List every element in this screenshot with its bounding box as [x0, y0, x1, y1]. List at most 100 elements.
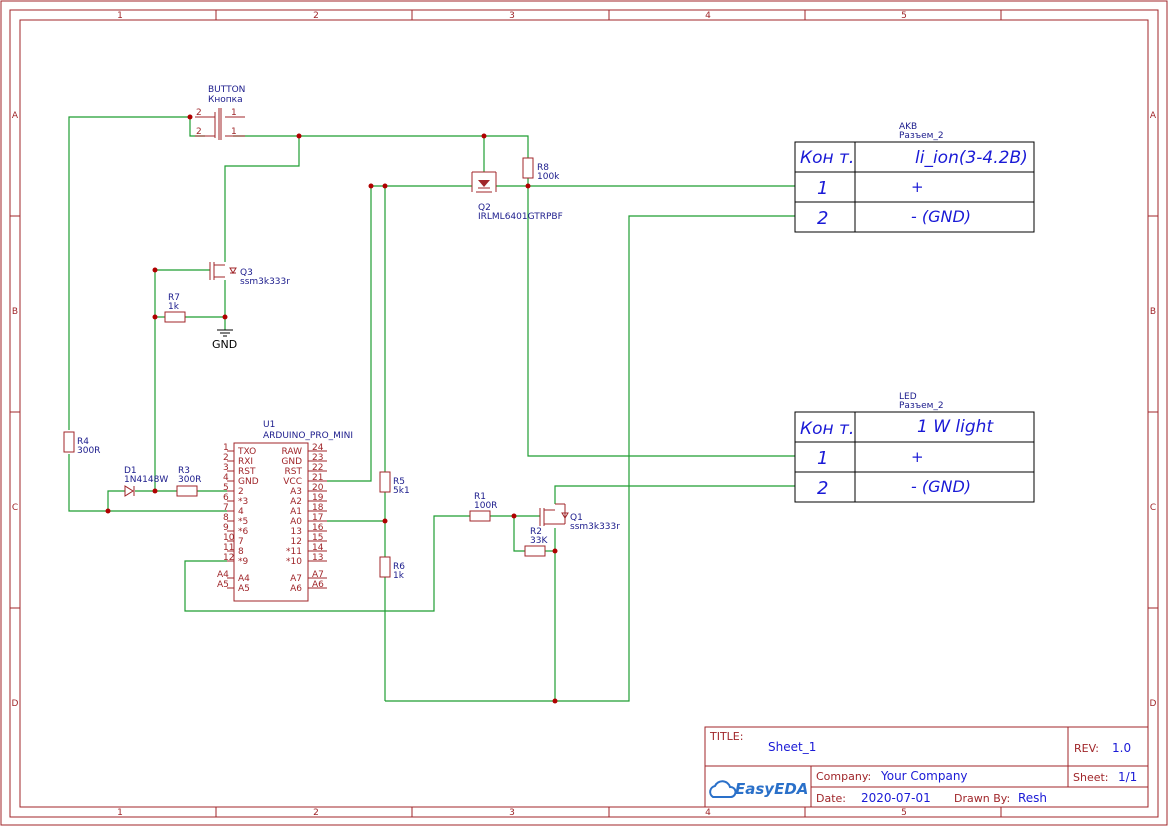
r6-value: 1k: [393, 571, 405, 581]
led-header-left: Кон т.: [800, 419, 854, 439]
d1-diode: D1 1N4148W: [124, 466, 168, 497]
company-value: Your Company: [880, 769, 968, 783]
button-pin-label: 2: [196, 108, 202, 118]
button-ref: BUTTON: [208, 85, 245, 95]
q3-value: ssm3k333r: [240, 277, 290, 287]
q2-ref: Q2: [478, 203, 491, 213]
row-label: A: [1150, 111, 1157, 121]
led-value: Разъем_2: [899, 401, 944, 411]
u1-pin-name: A1: [290, 507, 302, 517]
led-header-right: 1 W light: [917, 417, 994, 437]
sheet-value: 1/1: [1118, 770, 1137, 784]
akb-header-right: li_ion(3-4.2В): [915, 148, 1028, 168]
date-label: Date:: [816, 792, 846, 805]
q1-ref: Q1: [570, 513, 583, 523]
u1-pin-number: 10: [223, 533, 235, 543]
u1-pin-number: 2: [223, 453, 229, 463]
led-pin-2-label: - (GND): [911, 477, 971, 496]
u1-value: ARDUINO_PRO_MINI: [263, 431, 353, 441]
frame-row-labels: A B C D A B C D: [12, 111, 1157, 709]
r8-resistor: R8 100k: [522, 157, 560, 182]
sheet-title: Sheet_1: [768, 740, 816, 754]
button-switch: BUTTON Кнопка 2 2 1 1: [195, 85, 245, 140]
u1-pin-name: TXO: [237, 447, 256, 457]
q3-mosfet: Q3 ssm3k333r: [209, 262, 290, 287]
u1-pin-name: *5: [238, 517, 248, 527]
u1-pin-number: 7: [223, 503, 229, 513]
u1-pin-number: 17: [312, 513, 323, 523]
r7-ref: R7: [168, 293, 180, 303]
u1-pin-number: 5: [223, 483, 229, 493]
u1-pin-number: 13: [312, 553, 323, 563]
r3-resistor: R3 300R: [176, 466, 201, 497]
col-label: 3: [509, 808, 515, 818]
q2-value: IRLML6401GTRPBF: [478, 212, 563, 222]
u1-pin-name: 7: [238, 537, 244, 547]
button-pin-label: 1: [231, 127, 237, 137]
rev-value: 1.0: [1112, 741, 1131, 755]
u1-pin-name: 8: [238, 547, 244, 557]
d1-ref: D1: [124, 466, 137, 476]
row-label: B: [12, 307, 18, 317]
u1-pin-name: A6: [290, 584, 302, 594]
r1-resistor: R1 100R: [469, 492, 497, 522]
u1-pin-number: 21: [312, 473, 323, 483]
row-label: D: [12, 699, 19, 709]
row-label: A: [12, 111, 19, 121]
row-label: D: [1150, 699, 1157, 709]
akb-header-left: Кон т.: [800, 148, 854, 168]
easyeda-logo: EasyEDA: [709, 780, 808, 798]
akb-ref: AKB: [899, 122, 917, 132]
ground-symbol: GND: [212, 329, 237, 351]
col-label: 3: [509, 11, 515, 21]
col-label: 4: [705, 11, 711, 21]
col-label: 5: [901, 808, 907, 818]
u1-pin-name: A4: [238, 574, 250, 584]
wires: [68, 116, 795, 702]
u1-pin-name: *9: [238, 557, 249, 567]
r3-value: 300R: [178, 475, 201, 485]
u1-pin-number: 18: [312, 503, 324, 513]
r2-value: 33K: [530, 536, 548, 546]
led-ref: LED: [899, 392, 917, 402]
r3-ref: R3: [178, 466, 190, 476]
u1-pin-name: 12: [291, 537, 302, 547]
u1-pin-number: A6: [312, 580, 324, 590]
r5-value: 5k1: [393, 486, 410, 496]
u1-pin-number: 14: [312, 543, 324, 553]
title-label: TITLE:: [709, 730, 743, 743]
u1-pin-name: *11: [286, 547, 302, 557]
u1-pin-name: RST: [285, 467, 303, 477]
led-pin-2: 2: [817, 478, 828, 499]
u1-pin-name: *3: [238, 497, 248, 507]
led-pin-1: 1: [817, 448, 828, 469]
button-pin-label: 2: [196, 127, 202, 137]
u1-pin-name: VCC: [283, 477, 302, 487]
r6-resistor: R6 1k: [379, 556, 405, 581]
col-label: 4: [705, 808, 711, 818]
company-label: Company:: [816, 770, 871, 783]
u1-pin-name: A3: [290, 487, 302, 497]
u1-pin-number: 24: [312, 443, 324, 453]
u1-pin-number: 11: [223, 543, 234, 553]
row-label: C: [1150, 503, 1156, 513]
akb-value: Разъем_2: [899, 131, 944, 141]
r7-value: 1k: [168, 302, 180, 312]
u1-pin-name: *10: [286, 557, 302, 567]
r6-ref: R6: [393, 562, 405, 572]
u1-pin-name: RST: [238, 467, 256, 477]
col-label: 1: [117, 808, 123, 818]
u1-pin-number: A5: [217, 580, 229, 590]
r8-ref: R8: [537, 163, 549, 173]
drawn-by-value: Resh: [1018, 791, 1047, 805]
junctions: [105, 114, 558, 704]
title-block: TITLE: Sheet_1 REV: 1.0 Company: Your Co…: [704, 726, 1149, 808]
u1-pin-number: A7: [312, 570, 324, 580]
u1-pin-number: 4: [223, 473, 229, 483]
u1-pin-number: 9: [223, 523, 229, 533]
akb-pin-1: 1: [817, 178, 828, 199]
u1-pin-name: A5: [238, 584, 250, 594]
